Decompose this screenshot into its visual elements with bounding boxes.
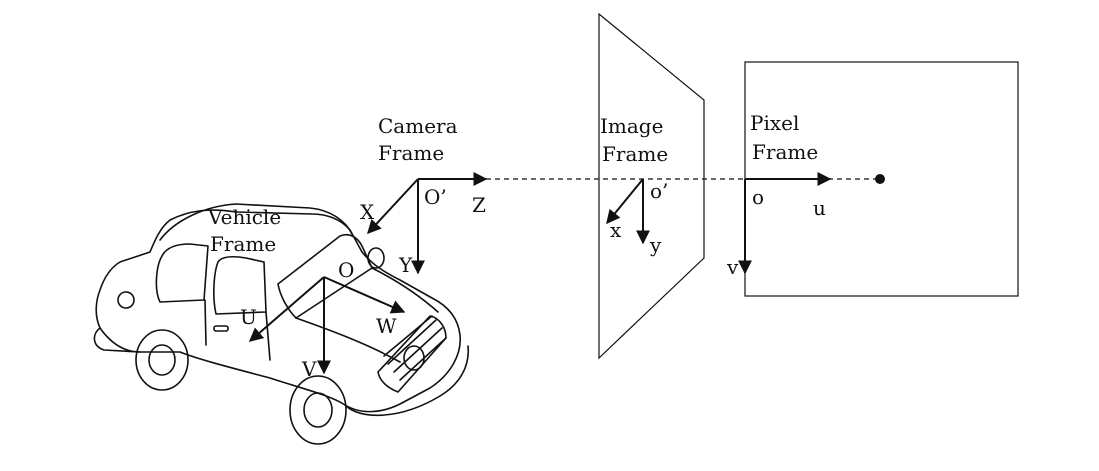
camera-axis-x-label: X: [360, 200, 375, 224]
vehicle-axis-u: [248, 276, 325, 342]
car-rear-wheel: [135, 329, 189, 391]
camera-axis-x: [367, 178, 419, 235]
vehicle-axis-u-label: U: [240, 305, 257, 329]
vehicle-frame-title-line2: Frame: [210, 232, 276, 256]
camera-axis-z-label: Z: [472, 193, 486, 217]
car-windshield: [277, 233, 373, 319]
car-grille-slats: [383, 315, 447, 381]
car-rear-bumper: [93, 327, 141, 353]
car-door-line-2: [265, 311, 271, 361]
car-rear-light: [117, 291, 135, 309]
pixel-frame-axes: [738, 172, 832, 275]
vehicle-frame-axes: [248, 276, 406, 375]
pixel-axis-v-label: v: [726, 255, 739, 279]
vehicle-origin-label: O: [338, 258, 354, 282]
image-plane: [598, 12, 705, 360]
vehicle-axis-v-label: V: [301, 357, 317, 381]
car-hood-edge: [371, 267, 439, 313]
car-front-wheel: [289, 375, 347, 445]
vehicle-axis-w: [323, 276, 406, 314]
car-window-front-side: [213, 256, 267, 315]
car-headlight: [403, 345, 425, 371]
image-axis-x: [606, 178, 644, 225]
vehicle-axis-w-label: W: [376, 314, 397, 338]
pixel-frame-title-line2: Frame: [752, 140, 818, 164]
image-axis-x-label: x: [610, 218, 622, 242]
image-frame-title-line2: Frame: [602, 142, 668, 166]
pixel-axis-u-label: u: [813, 196, 826, 220]
car-body: [95, 209, 461, 413]
camera-frame-title-line2: Frame: [378, 141, 444, 165]
pixel-frame-title-line1: Pixel: [750, 111, 799, 135]
camera-origin-label: O’: [424, 185, 447, 209]
car-window-rear: [155, 243, 209, 303]
pixel-origin-label: o: [752, 185, 764, 209]
point-dot-icon: [875, 174, 885, 184]
car-front-bumper: [344, 345, 470, 417]
car-mirror: [367, 247, 385, 269]
image-axis-y-label: y: [649, 233, 662, 257]
image-frame-title-line1: Image: [600, 114, 663, 138]
car-hood-line: [295, 317, 401, 363]
car-door-line: [204, 299, 207, 346]
car-roof: [159, 203, 353, 241]
camera-axis-y-label: Y: [398, 253, 413, 277]
image-origin-label: o’: [650, 179, 668, 203]
image-frame-axes: [606, 178, 650, 245]
camera-frame-title-line1: Camera: [378, 114, 458, 138]
camera-frame-axes: [367, 172, 488, 275]
vehicle-frame-title-line1: Vehicle: [207, 205, 281, 229]
car-icon: [93, 203, 470, 445]
car-door-handle: [213, 325, 229, 332]
